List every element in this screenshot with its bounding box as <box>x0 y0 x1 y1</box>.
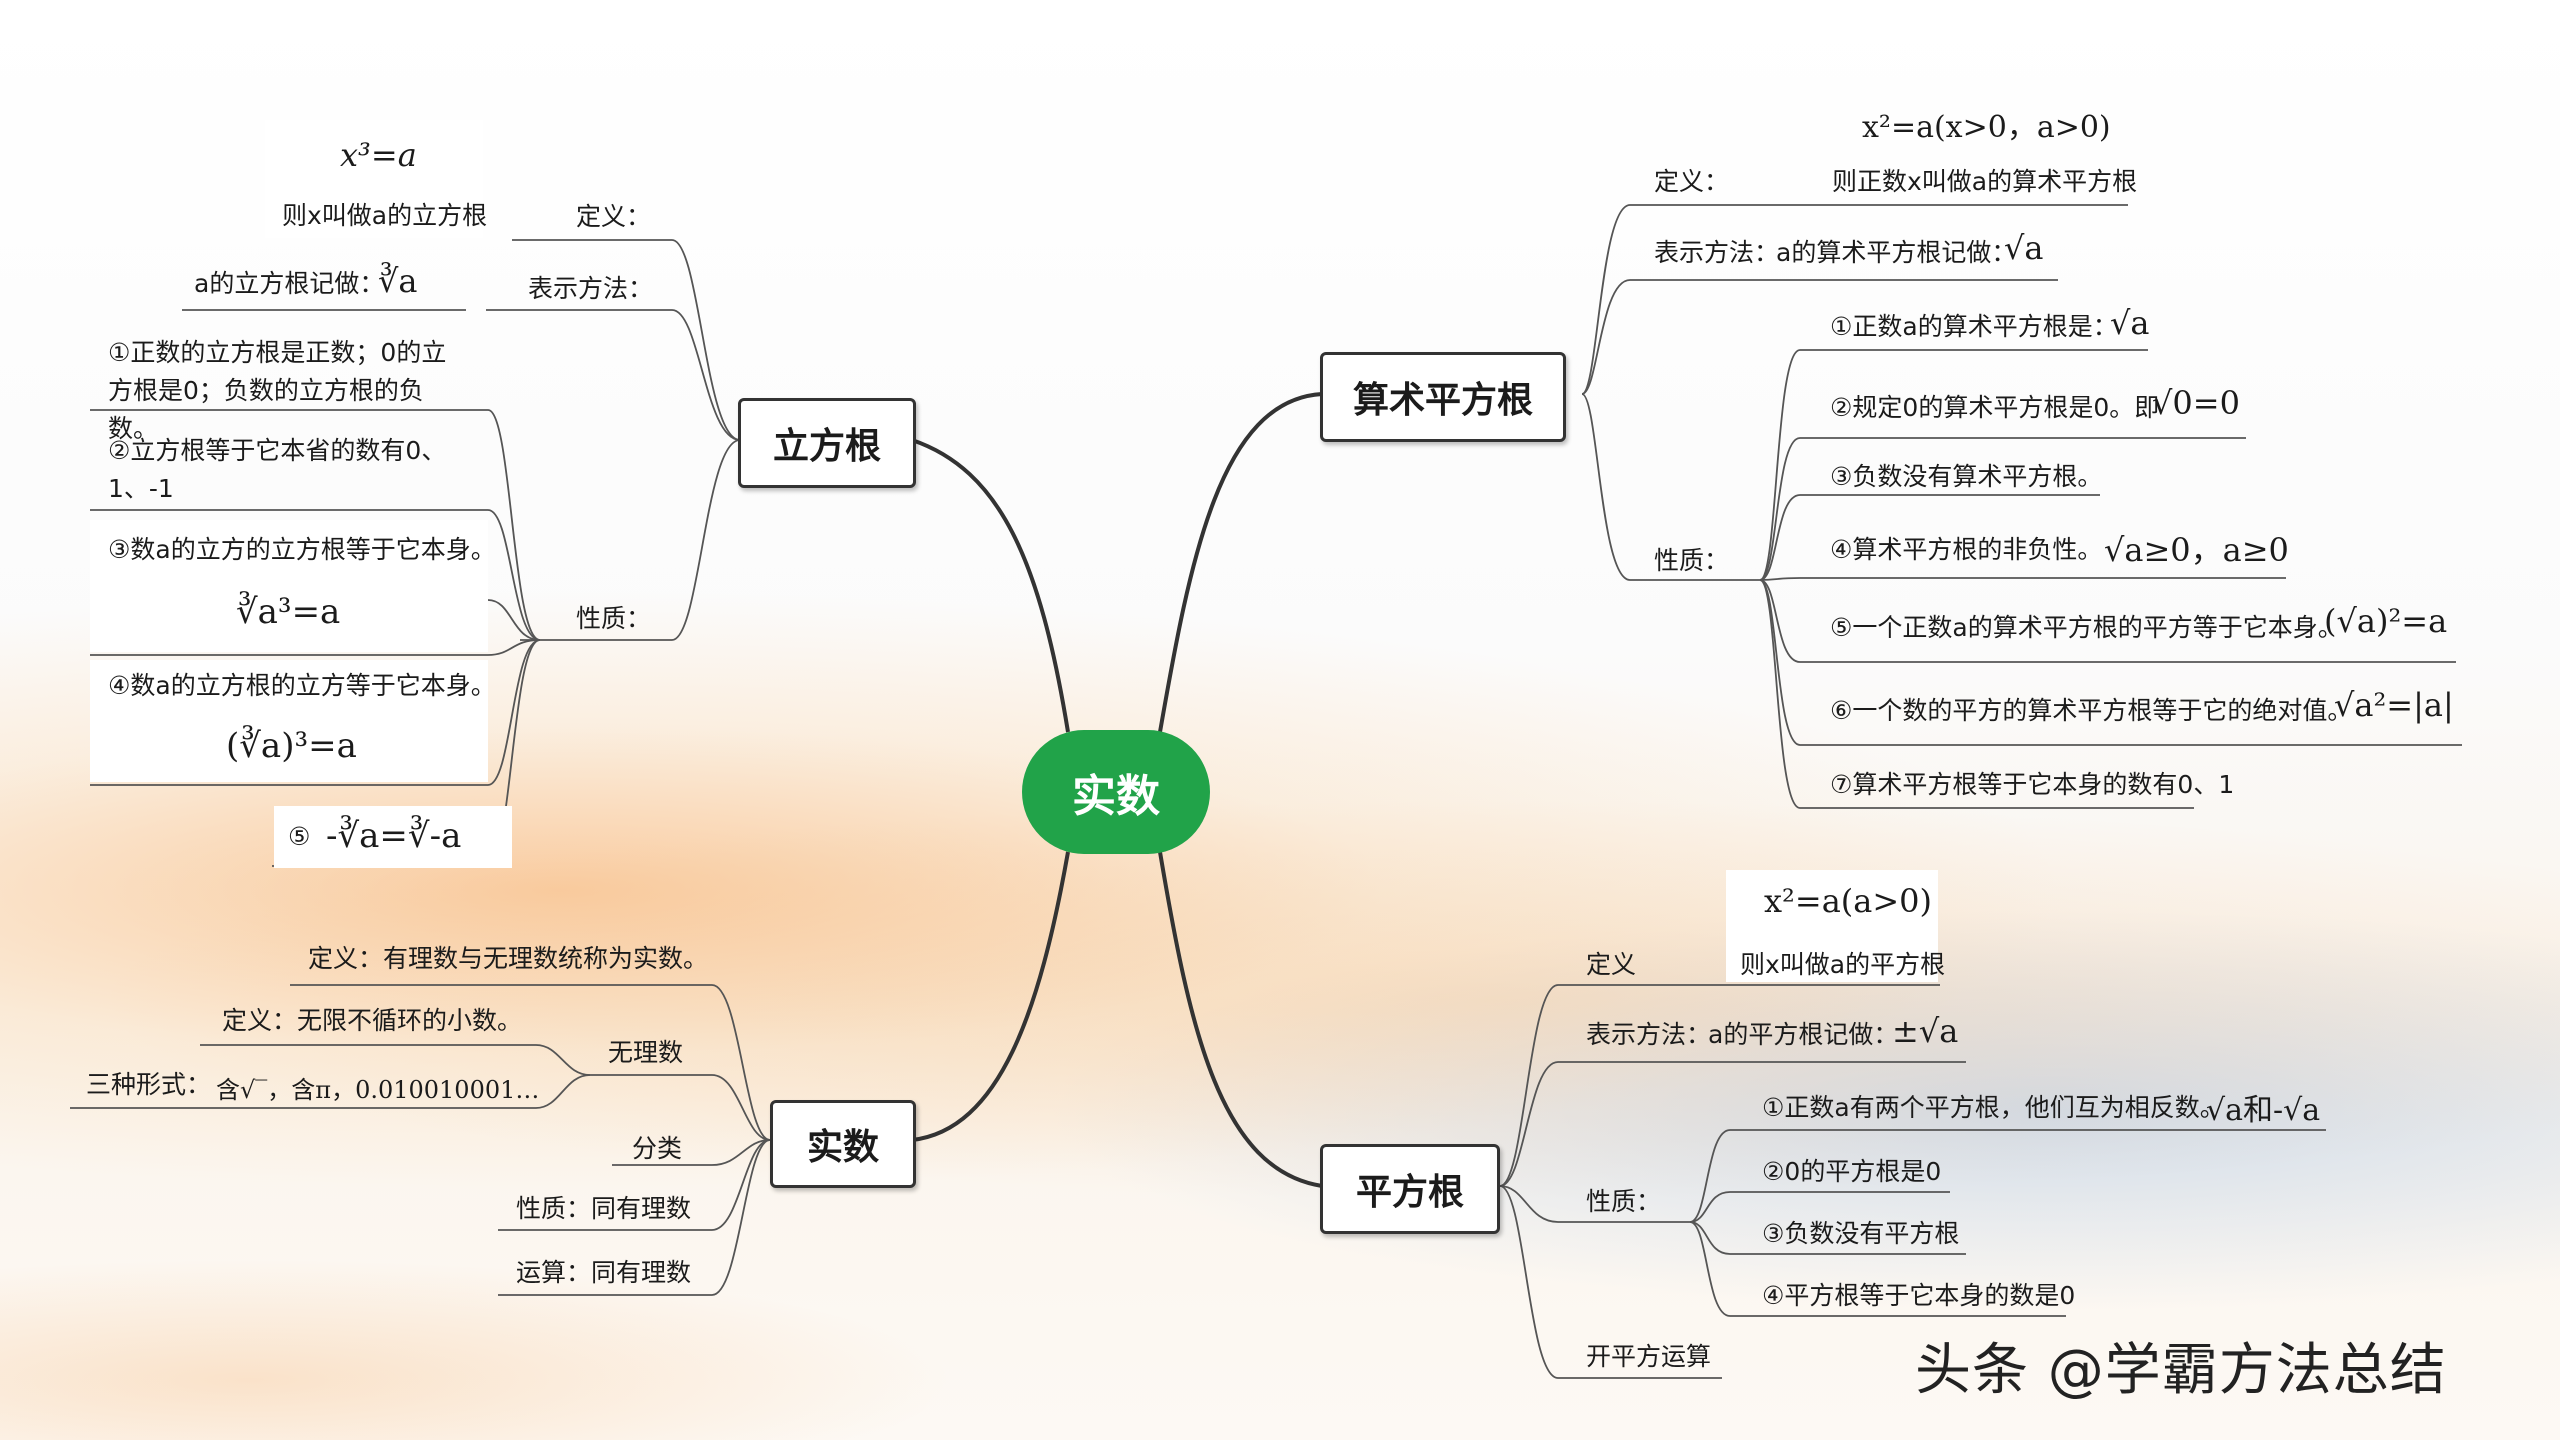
node-arith-sqrt[interactable]: 算术平方根 <box>1320 352 1566 442</box>
arith-sqrt-notation-formula: √a <box>2004 229 2044 267</box>
sqrt-notation-text: a的平方根记做： <box>1708 1020 1899 1049</box>
sqrt-property-3: ③负数没有平方根 <box>1762 1219 1960 1248</box>
sqrt-definition-panel <box>1726 870 1938 982</box>
classification-label: 分类 <box>632 1134 683 1163</box>
cube-root-property-3: ③数a的立方的立方根等于它本身。 <box>108 535 496 564</box>
real-properties: 性质：同有理数 <box>516 1194 692 1223</box>
cube-root-def-text: 则x叫做a的立方根 <box>282 201 488 230</box>
sqrt-notation-formula: ±√a <box>1892 1012 1959 1050</box>
arith-sqrt-property-7: ⑦算术平方根等于它本身的数有0、1 <box>1830 770 2235 799</box>
cube-root-property-5-number: ⑤ <box>288 822 311 851</box>
arith-sqrt-property-5: ⑤一个正数a的算术平方根的平方等于它本身。 <box>1830 613 2343 642</box>
irrational-definition: 定义：无限不循环的小数。 <box>222 1006 523 1035</box>
sqrt-property-1-formula: √a和-√a <box>2206 1093 2321 1128</box>
central-node[interactable]: 实数 <box>1022 730 1210 854</box>
arith-sqrt-label-properties: 性质： <box>1654 546 1730 575</box>
arith-sqrt-property-4-formula: √a≥0，a≥0 <box>2104 531 2289 569</box>
arith-sqrt-property-1: ①正数a的算术平方根是： <box>1830 312 2118 341</box>
sqrt-property-4: ④平方根等于它本身的数是0 <box>1762 1281 2076 1310</box>
sqrt-label-notation: 表示方法： <box>1586 1020 1712 1049</box>
arith-sqrt-property-4: ④算术平方根的非负性。 <box>1830 535 2103 564</box>
cube-root-property-4-formula: (∛a)³=a <box>226 726 357 766</box>
arith-sqrt-label-definition: 定义： <box>1654 167 1730 196</box>
cube-root-property-4: ④数a的立方根的立方等于它本身。 <box>108 671 496 700</box>
main-branches <box>911 392 1323 1188</box>
sqrt-label-definition: 定义 <box>1586 950 1637 979</box>
arith-sqrt-def-formula: x²=a(x>0，a>0) <box>1862 110 2111 145</box>
sqrt-label-properties: 性质： <box>1586 1187 1662 1216</box>
cube-root-property-panel-2 <box>90 660 488 782</box>
sub-branches <box>70 204 2462 1379</box>
arith-sqrt-property-3: ③负数没有算术平方根。 <box>1830 462 2103 491</box>
node-real-numbers[interactable]: 实数 <box>770 1100 916 1188</box>
watermark: 头条 @学霸方法总结 <box>1915 1338 2447 1403</box>
arith-sqrt-property-2: ②规定0的算术平方根是0。即 <box>1830 393 2160 422</box>
cube-root-label-notation: 表示方法： <box>528 274 654 303</box>
arith-sqrt-property-1-formula: √a <box>2110 304 2150 342</box>
three-forms-label: 三种形式： <box>86 1070 212 1099</box>
sqrt-label-operation: 开平方运算 <box>1586 1342 1712 1371</box>
cube-root-label-definition: 定义： <box>576 202 652 231</box>
sqrt-property-1: ①正数a有两个平方根，他们互为相反数。 <box>1762 1093 2225 1122</box>
cube-root-notation-text: a的立方根记做： <box>194 269 385 298</box>
sqrt-def-formula: x²=a(a>0) <box>1764 882 1932 920</box>
cube-root-property-3-formula: ∛a³=a <box>236 592 341 632</box>
cube-root-property-panel <box>90 520 488 652</box>
arith-sqrt-notation-text: a的算术平方根记做： <box>1776 238 2017 267</box>
real-operations: 运算：同有理数 <box>516 1258 692 1287</box>
arith-sqrt-property-6-formula: √a²=|a| <box>2334 686 2454 724</box>
cube-root-property-2: ②立方根等于它本省的数有0、1、-1 <box>108 436 447 503</box>
cube-root-label-properties: 性质： <box>576 604 652 633</box>
node-cube-root[interactable]: 立方根 <box>738 398 916 488</box>
three-forms-value: 含√‾，含π，0.010010001… <box>216 1076 540 1104</box>
cube-root-notation-formula: ∛a <box>378 262 418 300</box>
cube-root-def-formula: x³=a <box>340 136 417 174</box>
cube-root-property-5-formula: -∛a=∛-a <box>326 816 462 856</box>
arith-sqrt-label-notation: 表示方法： <box>1654 238 1780 267</box>
sqrt-property-2: ②0的平方根是0 <box>1762 1157 1942 1186</box>
arith-sqrt-property-5-formula: (√a)²=a <box>2324 602 2448 640</box>
cube-root-property-1: ①正数的立方根是正数；0的立方根是0；负数的立方根的负数。 <box>108 338 447 443</box>
arith-sqrt-property-2-formula: √0=0 <box>2152 384 2240 422</box>
irrational-label: 无理数 <box>608 1038 684 1067</box>
cube-root-definition-panel <box>265 120 483 238</box>
sqrt-def-text: 则x叫做a的平方根 <box>1740 950 1946 979</box>
arith-sqrt-property-6: ⑥一个数的平方的算术平方根等于它的绝对值。 <box>1830 696 2353 725</box>
node-sqrt[interactable]: 平方根 <box>1320 1144 1500 1234</box>
arith-sqrt-def-text: 则正数x叫做a的算术平方根 <box>1832 167 2138 196</box>
real-definition: 定义：有理数与无理数统称为实数。 <box>308 944 709 973</box>
cube-root-property-5-box: ⑤ -∛a=∛-a <box>274 806 512 868</box>
